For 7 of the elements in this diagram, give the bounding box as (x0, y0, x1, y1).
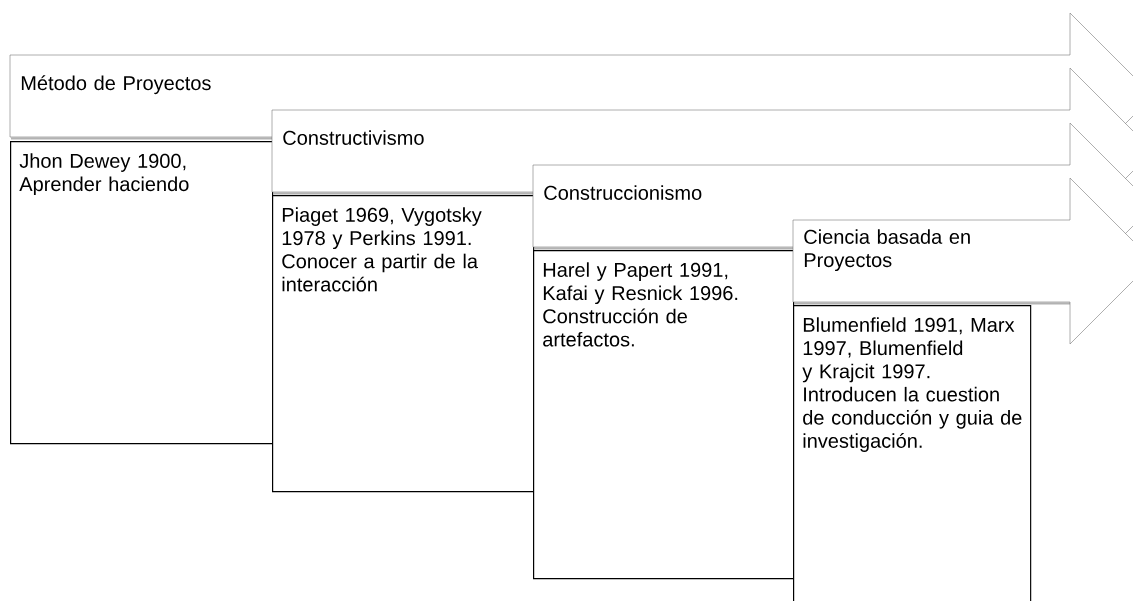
node-label: Ciencia basada en Proyectos (804, 229, 970, 272)
node-label: Constructivismo (283, 130, 424, 145)
node-label: Construccionismo (544, 185, 702, 200)
text-box: Jhon Dewey 1900, Aprender haciendo (10, 141, 274, 445)
text-box: Blumenfield 1991, Marx 1997, Blumenfield y Krajcit 1997. Introducen la cuestion de conducción y guia de investigación. (793, 305, 1032, 601)
text-box: Piaget 1969, Vygotsky 1978 y Perkins 1991. Conocer a partir de la interacción (272, 195, 535, 493)
text-box: Harel y Papert 1991, Kafai y Resnick 1996. Construcción de artefactos. (533, 250, 795, 580)
